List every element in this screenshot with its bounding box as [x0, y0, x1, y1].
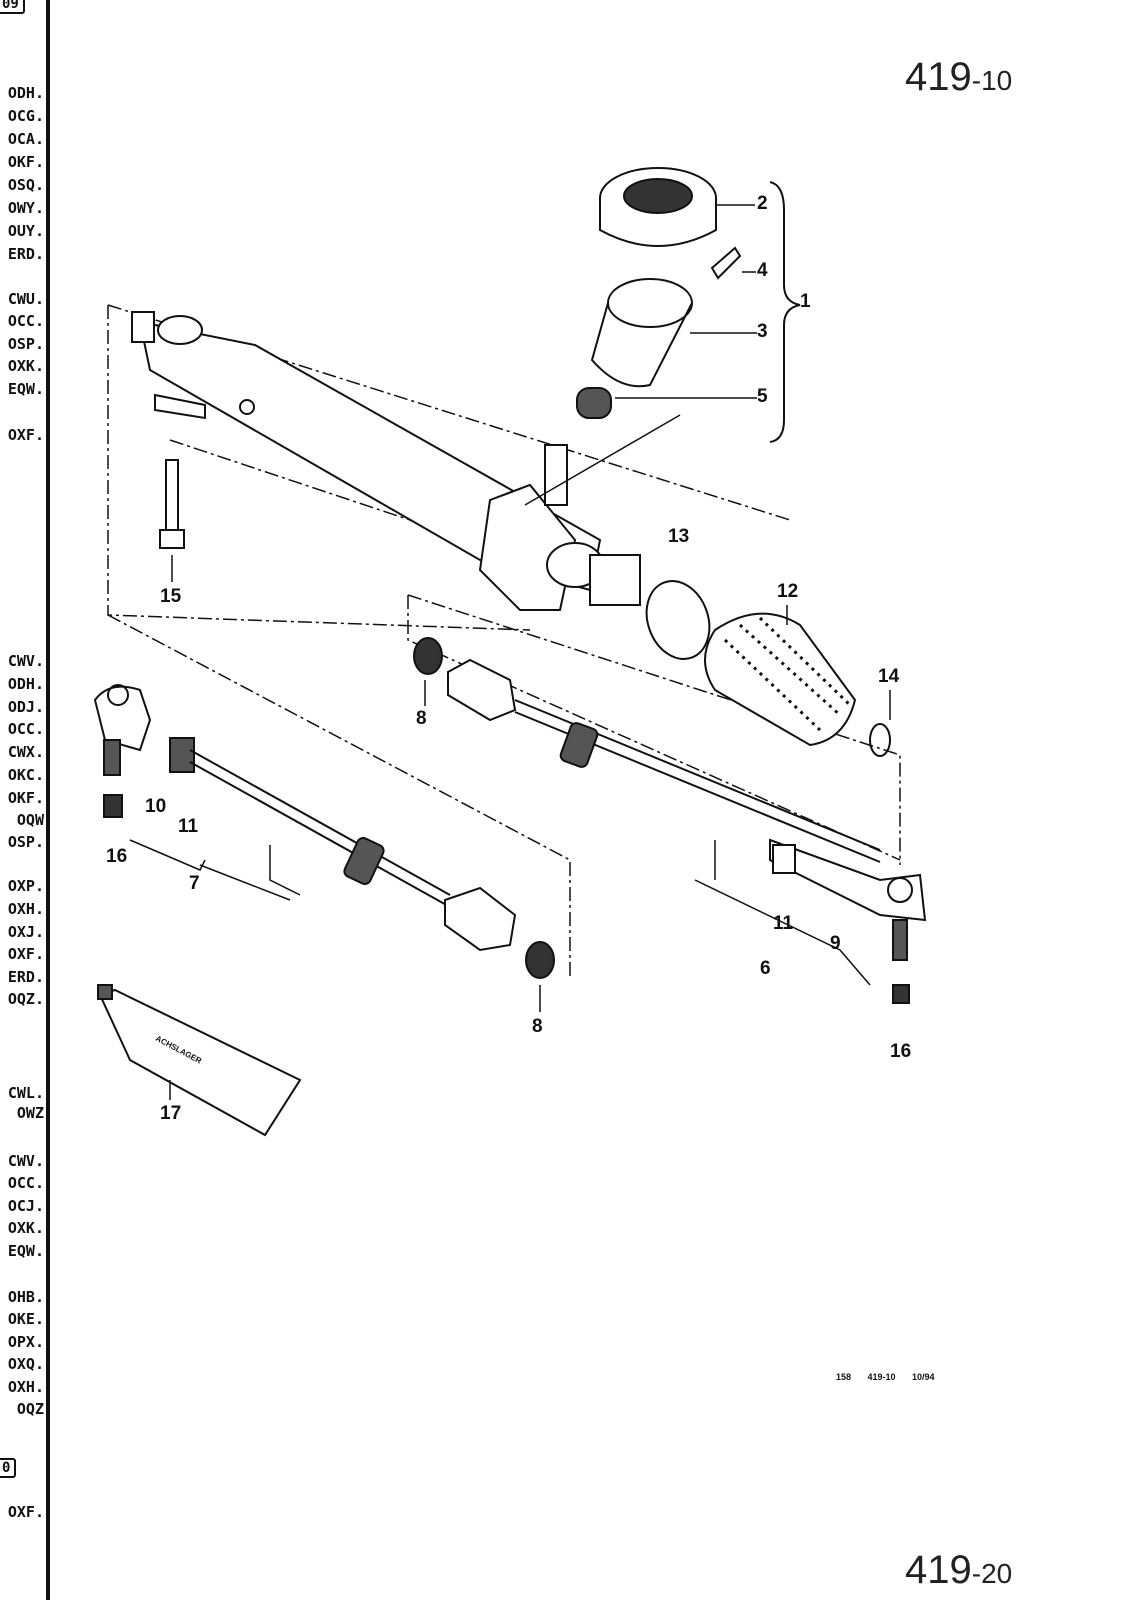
part-code: OXK.	[7, 357, 44, 375]
part-code: OXP.	[7, 877, 44, 895]
callout-number: 14	[878, 666, 900, 687]
grease-tube	[97, 984, 302, 1137]
inner-tie-rod-right	[447, 658, 881, 863]
part-code: OQZ.	[7, 990, 44, 1008]
part-code: CWV.	[7, 1152, 44, 1170]
section-box-bottom: 0	[0, 1458, 17, 1478]
callout-number: 11	[178, 816, 199, 837]
page-number-bottom-main: 419	[905, 1548, 972, 1592]
part-code: OQW	[16, 811, 44, 829]
section-box-top: 09	[0, 0, 25, 14]
callout-number: 16	[106, 846, 128, 867]
part-code: ODJ.	[7, 698, 44, 716]
part-code: OKF.	[7, 153, 44, 171]
callout-number: 5	[757, 386, 768, 407]
part-code: OQZ	[16, 1400, 44, 1418]
page-number-top-main: 419	[905, 55, 972, 99]
callout-number: 9	[830, 933, 841, 954]
tie-rod-left	[93, 684, 555, 1012]
part-code: OCC.	[7, 720, 44, 738]
page-number-bottom-suffix: -20	[971, 1558, 1013, 1589]
page-number-top: 419-10	[905, 55, 1012, 100]
part-code: OKE.	[7, 1310, 44, 1328]
retaining-ring	[869, 723, 891, 757]
part-code: OCA.	[7, 130, 44, 148]
callout-number: 17	[160, 1103, 182, 1124]
callout-number: 16	[890, 1041, 912, 1062]
callout-number: 8	[532, 1016, 543, 1037]
part-code: OXF.	[7, 426, 44, 444]
page-number-top-suffix: -10	[971, 65, 1013, 96]
part-code: OCC.	[7, 1174, 44, 1192]
part-code: OPX.	[7, 1333, 44, 1351]
footer-code: 158 419-10 10/94	[836, 1372, 935, 1382]
clamp	[645, 580, 711, 660]
part-code: OXH.	[7, 1378, 44, 1396]
callout-number: 2	[757, 193, 768, 214]
part-code: OXJ.	[7, 923, 44, 941]
part-code: CWL.	[7, 1084, 44, 1102]
part-code: OUY.	[7, 222, 44, 240]
part-code: EQW.	[7, 1242, 44, 1260]
part-code: OWZ	[16, 1104, 44, 1122]
part-code: OXQ.	[7, 1355, 44, 1373]
page-number-bottom: 419-20	[905, 1548, 1012, 1593]
part-code: OCG.	[7, 107, 44, 125]
callout-number: 1	[800, 291, 811, 312]
part-code: OSQ.	[7, 176, 44, 194]
callout-number: 15	[160, 586, 182, 607]
part-code: OSP.	[7, 833, 44, 851]
screw	[710, 246, 742, 280]
part-code: EQW.	[7, 380, 44, 398]
part-code: OXF.	[7, 1503, 44, 1521]
rack-boot	[704, 605, 857, 747]
part-code: ODH.	[7, 84, 44, 102]
part-code: ERD.	[7, 245, 44, 263]
part-code: OSP.	[7, 335, 44, 353]
part-code: OXK.	[7, 1219, 44, 1237]
part-code: OWY.	[7, 199, 44, 217]
rack-housing	[131, 311, 681, 611]
callout-number: 10	[145, 796, 167, 817]
callout-number: 13	[668, 526, 690, 547]
part-code: OKF.	[7, 789, 44, 807]
mounting-bolt	[159, 459, 185, 582]
part-code: OCJ.	[7, 1197, 44, 1215]
part-code: ODH.	[7, 675, 44, 693]
tie-rod-end-right	[769, 838, 927, 1004]
lock-nut	[413, 637, 443, 675]
part-code: ERD.	[7, 968, 44, 986]
column-divider	[46, 0, 50, 1600]
seal-boot	[590, 278, 757, 388]
part-code: OXF.	[7, 945, 44, 963]
callout-number: 8	[416, 708, 427, 729]
part-code: OHB.	[7, 1288, 44, 1306]
callout-number: 12	[777, 581, 799, 602]
part-code: OXH.	[7, 900, 44, 918]
part-code: CWU.	[7, 290, 44, 308]
part-code: OKC.	[7, 766, 44, 784]
callout-number: 11	[773, 913, 794, 934]
callout-number: 4	[757, 260, 768, 281]
cover-cap	[599, 167, 755, 247]
callout-number: 7	[189, 873, 200, 894]
assembly-brackets	[129, 839, 871, 986]
part-code: OCC.	[7, 312, 44, 330]
callout-number: 3	[757, 321, 768, 342]
bushing	[576, 387, 757, 419]
bracket-1	[769, 181, 801, 443]
part-code: CWX.	[7, 743, 44, 761]
callout-number: 6	[760, 958, 771, 979]
part-code: CWV.	[7, 652, 44, 670]
